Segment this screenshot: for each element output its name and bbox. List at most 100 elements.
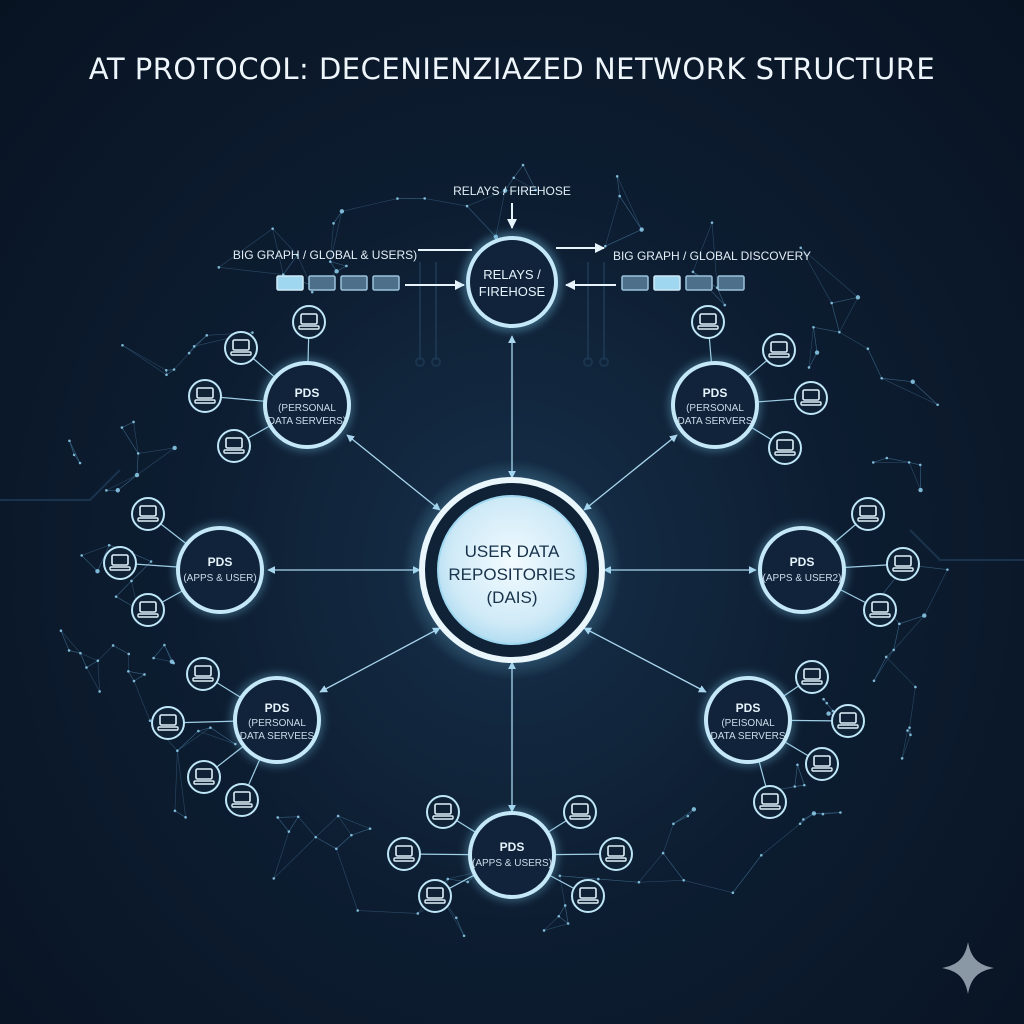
mesh-dot <box>121 343 124 347</box>
mesh-link <box>912 381 938 405</box>
mesh-link <box>115 580 132 597</box>
mesh-link <box>288 816 299 832</box>
mesh-link <box>272 228 298 256</box>
mesh-link <box>136 453 139 476</box>
computer-device-icon <box>563 795 597 829</box>
mesh-dot <box>172 445 177 451</box>
computer-device-icon <box>768 431 802 465</box>
computer-device-icon <box>187 760 221 794</box>
mesh-link <box>174 810 186 818</box>
mesh-link <box>893 615 925 651</box>
mesh-link <box>297 816 316 838</box>
mesh-dot <box>287 830 291 833</box>
mesh-dot <box>127 670 130 673</box>
mesh-link <box>605 229 642 247</box>
mesh-dot <box>120 426 124 429</box>
mesh-link <box>273 831 290 879</box>
mesh-link <box>336 848 358 911</box>
pds-node-ring <box>704 676 792 764</box>
mesh-link <box>81 555 98 572</box>
mesh-link <box>873 656 887 681</box>
mesh-dot <box>871 461 875 464</box>
mesh-dot <box>618 194 621 198</box>
mesh-dot <box>793 785 797 788</box>
mesh-link <box>60 630 81 654</box>
mesh-dot <box>723 303 727 307</box>
mesh-link <box>638 852 664 883</box>
mesh-link <box>177 730 199 751</box>
pds-node-title: PDS <box>736 701 761 715</box>
computer-device-icon <box>188 379 222 413</box>
mesh-link <box>60 630 70 651</box>
mesh-link <box>543 923 569 931</box>
mesh-link <box>813 326 840 333</box>
mesh-dot <box>368 827 372 830</box>
mesh-link <box>166 369 175 376</box>
mesh-dot <box>197 729 200 733</box>
mesh-link <box>69 440 75 455</box>
mesh-link <box>909 462 921 466</box>
mesh-dot <box>814 350 820 355</box>
pds-node: PDS(APPS & USER) <box>103 497 267 627</box>
computer-device-icon <box>805 747 839 781</box>
pds-node-sub1: (APPS & USER2) <box>763 573 842 584</box>
mesh-link <box>128 671 135 682</box>
mesh-dot <box>759 853 763 857</box>
mesh-dot <box>446 877 450 881</box>
mesh-link <box>455 917 465 936</box>
mesh-link <box>315 815 339 838</box>
mesh-link <box>282 254 298 275</box>
pds-node: PDS(APPS & USER2) <box>755 497 920 627</box>
mesh-link <box>337 815 352 836</box>
pds-node-ring <box>758 526 846 614</box>
mesh-link <box>218 267 284 275</box>
mesh-link <box>513 164 524 178</box>
mesh-link <box>466 190 506 207</box>
mesh-link <box>97 545 110 572</box>
mesh-dot <box>661 851 665 855</box>
mesh-link <box>133 421 139 454</box>
mesh-link <box>341 198 398 212</box>
mesh-dot <box>918 463 922 467</box>
mesh-link <box>813 812 841 814</box>
mesh-link <box>188 335 207 354</box>
pds-node-title: PDS <box>208 555 233 569</box>
computer-device-icon <box>691 305 725 339</box>
computer-device-icon <box>103 546 137 580</box>
mesh-link <box>886 457 910 463</box>
mesh-link <box>133 680 151 721</box>
mesh-link <box>153 644 165 659</box>
pds-node-ring <box>176 526 264 614</box>
mesh-dot <box>825 701 829 705</box>
mesh-dot <box>615 175 619 178</box>
center-node-line1: USER DATA <box>465 542 560 561</box>
pds-node-sub2: DATA SERVEES <box>240 731 315 742</box>
mesh-link <box>522 164 536 191</box>
mesh-link <box>564 905 569 924</box>
mesh-link <box>333 211 343 224</box>
mesh-dot <box>59 629 63 632</box>
mesh-link <box>177 750 186 818</box>
mesh-dot <box>80 554 83 557</box>
mesh-link <box>153 657 172 662</box>
pds-node-title: PDS <box>703 386 728 400</box>
mesh-link <box>106 474 138 491</box>
mesh-dot <box>173 809 177 813</box>
mesh-dot <box>272 877 276 880</box>
computer-device-icon <box>131 497 165 531</box>
right-graph-label: BIG GRAPH / GLOBAL DISCOVERY <box>613 249 811 263</box>
computer-device-icon <box>851 497 885 531</box>
mesh-dot <box>892 648 895 652</box>
mesh-link <box>495 190 506 237</box>
computer-device-icon <box>217 429 251 463</box>
mesh-link <box>338 815 371 829</box>
mesh-link <box>808 352 818 368</box>
mesh-dot <box>416 912 420 915</box>
computer-device-icon <box>886 547 920 581</box>
mesh-dot <box>918 487 923 493</box>
right-bar-indicator <box>621 275 745 291</box>
mesh-link <box>732 855 762 893</box>
relay-node: RELAYS / FIREHOSE <box>462 232 562 332</box>
mesh-link <box>558 905 566 917</box>
